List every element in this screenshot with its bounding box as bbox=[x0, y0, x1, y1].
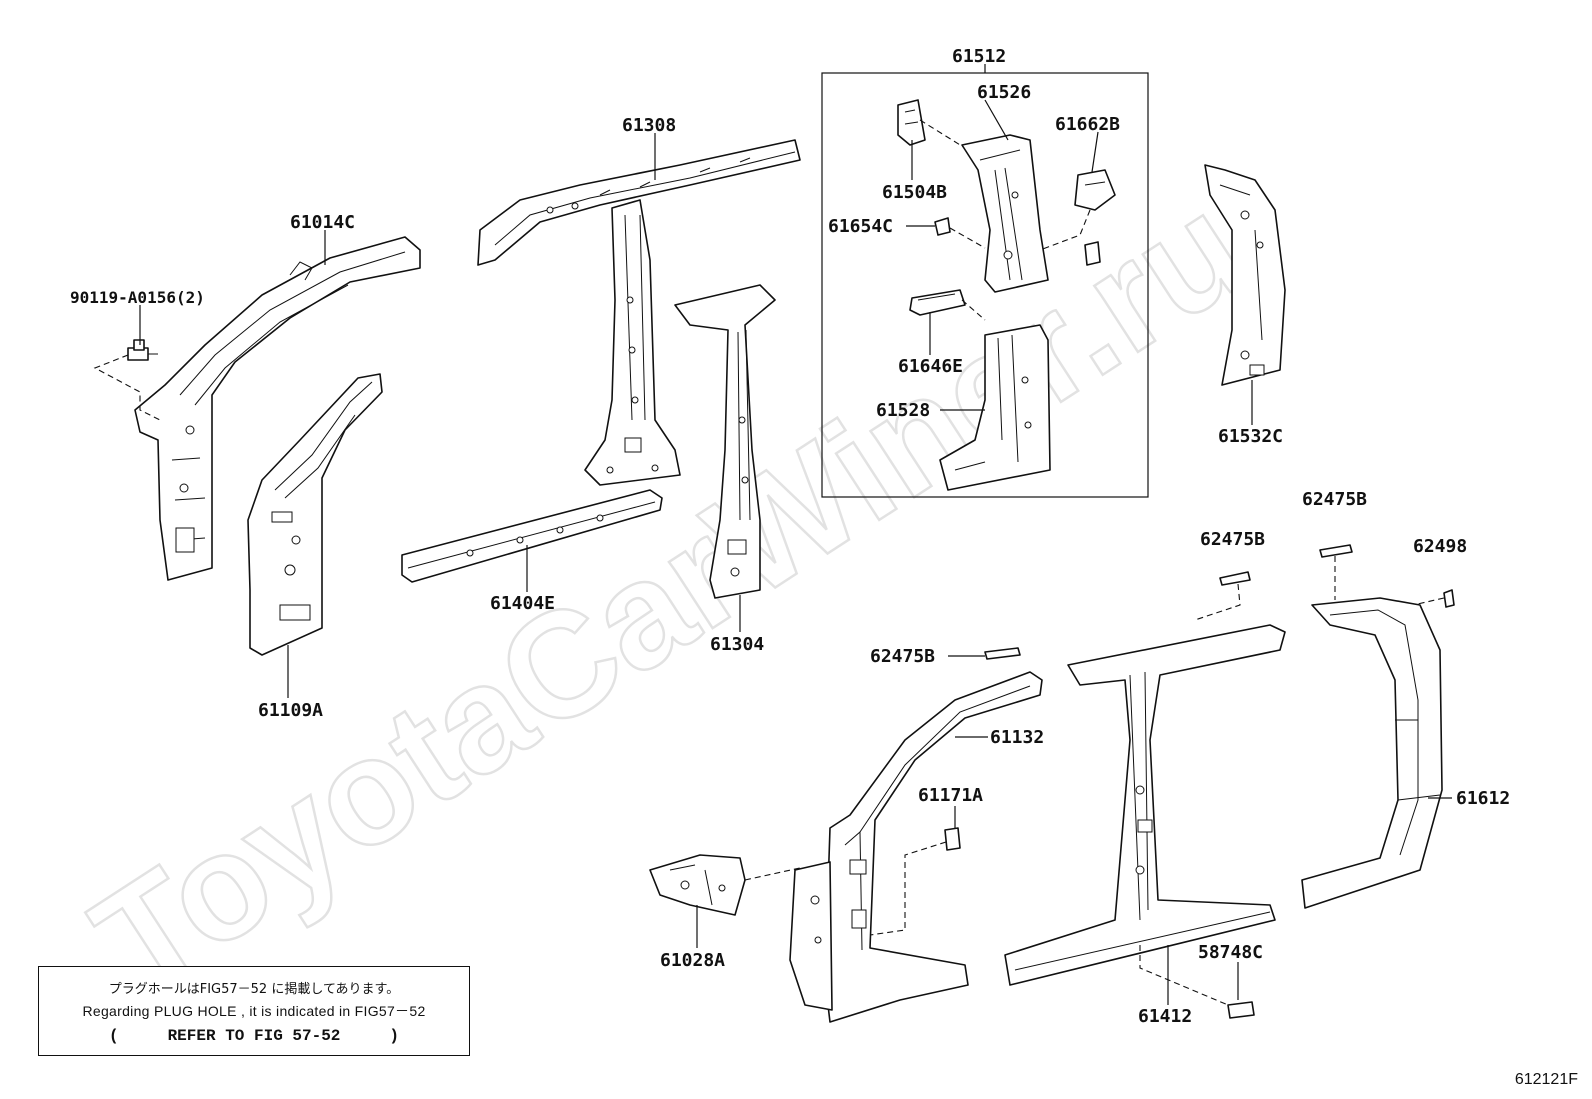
part-61612-drawing bbox=[1301, 597, 1443, 909]
part-61171a-drawing bbox=[869, 827, 961, 936]
label-61662b: 61662B bbox=[1055, 114, 1120, 135]
part-61528-drawing bbox=[939, 324, 1051, 491]
label-61304: 61304 bbox=[710, 634, 764, 655]
group-61512-box bbox=[821, 64, 1149, 498]
label-62475b-upper: 62475B bbox=[1200, 529, 1265, 550]
part-61412-drawing bbox=[1004, 624, 1286, 1019]
note-japanese-line: プラグホールはFIG57－52 に掲載してあります。 bbox=[108, 982, 400, 997]
label-61132: 61132 bbox=[990, 727, 1044, 748]
part-61646e-drawing bbox=[909, 289, 986, 321]
note-english-line: Regarding PLUG HOLE , it is indicated in… bbox=[82, 1003, 426, 1019]
label-90119-a0156: 90119-A0156(2) bbox=[70, 288, 205, 307]
note-reference: ( REFER TO FIG 57-52 ) bbox=[39, 1027, 469, 1045]
figure-code: 612121F bbox=[1514, 1071, 1578, 1088]
label-61526: 61526 bbox=[977, 82, 1031, 103]
label-61612: 61612 bbox=[1456, 788, 1510, 809]
label-61528: 61528 bbox=[876, 400, 930, 421]
patches-drawing bbox=[984, 544, 1455, 660]
note-paren-close: ) bbox=[389, 1027, 399, 1045]
part-61014c-drawing bbox=[93, 236, 421, 581]
part-center-pillar-drawing bbox=[584, 199, 681, 486]
part-61308-drawing bbox=[477, 139, 801, 266]
part-61532c-drawing bbox=[1204, 164, 1286, 386]
label-61028a: 61028A bbox=[660, 950, 725, 971]
part-61132-drawing bbox=[789, 671, 1043, 1023]
label-62475b-left: 62475B bbox=[870, 646, 935, 667]
label-61109a: 61109A bbox=[258, 700, 323, 721]
note-refer-text: REFER TO FIG 57-52 bbox=[167, 1027, 341, 1045]
part-61028a-drawing bbox=[649, 854, 801, 916]
label-62475b-right: 62475B bbox=[1302, 489, 1367, 510]
part-labels: 61512 61526 61662B 61504B 61654C 61646E … bbox=[70, 46, 1510, 1027]
label-61404e: 61404E bbox=[490, 593, 555, 614]
part-61526-drawing bbox=[961, 134, 1049, 293]
part-61504b-drawing bbox=[897, 99, 966, 149]
part-61662b-drawing bbox=[1039, 169, 1116, 266]
label-58748c: 58748C bbox=[1198, 942, 1263, 963]
label-61532c: 61532C bbox=[1218, 426, 1283, 447]
part-61109a-drawing bbox=[247, 373, 383, 656]
part-61404e-drawing bbox=[401, 489, 663, 583]
label-61171a: 61171A bbox=[918, 785, 983, 806]
part-61304-drawing bbox=[674, 284, 776, 599]
leader-lines bbox=[139, 99, 1452, 1005]
label-61646e: 61646E bbox=[898, 356, 963, 377]
label-61412: 61412 bbox=[1138, 1006, 1192, 1027]
label-61014c: 61014C bbox=[290, 212, 355, 233]
label-61308: 61308 bbox=[622, 115, 676, 136]
note-paren-open: ( bbox=[109, 1027, 119, 1045]
part-61654c-drawing bbox=[934, 217, 986, 249]
bolt-90119 bbox=[127, 339, 158, 361]
plug-hole-note: プラグホールはFIG57－52 に掲載してあります。 Regarding PLU… bbox=[38, 966, 470, 1056]
label-61512: 61512 bbox=[952, 46, 1006, 67]
label-62498: 62498 bbox=[1413, 536, 1467, 557]
label-61504b: 61504B bbox=[882, 182, 947, 203]
label-61654c: 61654C bbox=[828, 216, 893, 237]
